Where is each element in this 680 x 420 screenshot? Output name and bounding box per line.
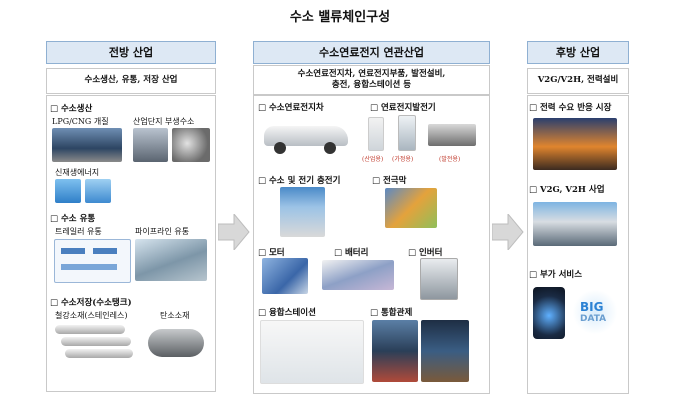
steel-tanks-image — [55, 323, 135, 361]
wind-turbine-image — [55, 179, 81, 203]
flow-arrow-right-icon — [492, 214, 524, 250]
solar-image — [85, 179, 111, 203]
diagram-title: 수소 밸류체인구성 — [289, 10, 391, 25]
section-hydrogen-production: □ 수소생산 — [50, 104, 93, 114]
label-steel-material: 철강소재(스테인레스) — [55, 311, 128, 320]
section-charger: □ 수소 및 전기 충전기 — [258, 176, 341, 186]
section-hydrogen-storage: □ 수소저장(수소탱크) — [50, 298, 132, 308]
section-fusion-station: □ 융합스테이션 — [258, 308, 316, 318]
trailer-diagram-image — [54, 239, 131, 283]
charger-station-image — [280, 187, 325, 237]
label-pipeline: 파이프라인 유통 — [135, 227, 190, 236]
section-battery: □ 배터리 — [334, 248, 369, 258]
smartphone-app-image — [533, 287, 565, 339]
industrial-generator-image — [368, 117, 384, 151]
fusion-station-image — [260, 320, 364, 384]
downstream-header: 후방 산업 — [527, 41, 629, 64]
section-fuelcell-generator: □ 연료전지발전기 — [370, 103, 436, 113]
big-data-image: BIG DATA — [572, 290, 618, 334]
motor-image — [262, 258, 308, 294]
electrode-membrane-image — [385, 188, 437, 228]
caption-industrial: (산업용) — [362, 156, 384, 163]
fuelcell-header: 수소연료전지 연관산업 — [253, 41, 490, 64]
caption-home: (가정용) — [392, 156, 414, 163]
label-industrial-byproduct: 산업단지 부생수소 — [133, 117, 195, 126]
fuelcell-subheader-line2: 충전, 융합스테이션 등 — [331, 80, 412, 90]
control-room-image — [372, 320, 418, 382]
section-electrode-membrane: □ 전극막 — [372, 176, 407, 186]
caption-power: (발전용) — [439, 156, 461, 163]
fuelcell-subheader-line1: 수소연료전지차, 연료전지부품, 발전설비, — [297, 68, 446, 79]
control-monitor-image — [421, 320, 469, 382]
section-hydrogen-distribution: □ 수소 유통 — [50, 214, 96, 224]
inverter-image — [420, 258, 458, 300]
home-generator-image — [398, 115, 416, 151]
section-demand-response: □ 전력 수요 반응 시장 — [529, 103, 612, 113]
label-carbon-material: 탄소소재 — [160, 311, 190, 320]
pipeline-image — [135, 239, 207, 281]
flow-arrow-right-icon — [218, 214, 250, 250]
lpg-plant-image — [52, 128, 122, 162]
fuelcell-car-image — [260, 112, 352, 156]
upstream-subheader: 수소생산, 유통, 저장 산업 — [46, 68, 216, 94]
carbon-tank-image — [148, 329, 204, 357]
section-extra-services: □ 부가 서비스 — [529, 270, 583, 280]
section-motor: □ 모터 — [258, 248, 285, 258]
power-generator-image — [428, 124, 476, 146]
section-inverter: □ 인버터 — [408, 248, 443, 258]
label-trailer: 트레일러 유통 — [55, 227, 102, 236]
label-lpg-cng: LPG/CNG 개질 — [52, 117, 109, 126]
downstream-subheader: V2G/V2H, 전력설비 — [527, 68, 629, 94]
v2g-station-image — [533, 202, 617, 246]
label-renewable-energy: 신재생에너지 — [55, 168, 100, 177]
fuelcell-subheader: 수소연료전지차, 연료전지부품, 발전설비, 충전, 융합스테이션 등 — [253, 65, 490, 95]
downstream-subheader-text: V2G/V2H, 전력설비 — [537, 75, 619, 86]
section-fuelcell-vehicle: □ 수소연료전지차 — [258, 103, 324, 113]
battery-image — [322, 260, 394, 290]
upstream-header: 전방 산업 — [46, 41, 216, 64]
industrial-plant-image — [133, 128, 168, 162]
power-grid-image — [533, 118, 617, 170]
section-integrated-control: □ 통합관제 — [370, 308, 413, 318]
industrial-tank-image — [172, 128, 210, 162]
section-v2g-v2h: □ V2G, V2H 사업 — [529, 185, 605, 195]
upstream-subheader-text: 수소생산, 유통, 저장 산업 — [84, 75, 178, 86]
